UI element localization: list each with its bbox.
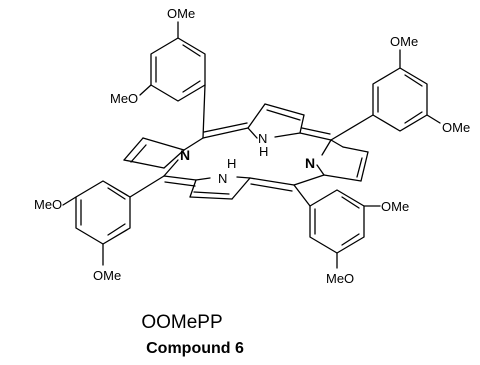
ome-label-top-left: OMe xyxy=(167,6,195,21)
aryl-ring-top-left xyxy=(139,21,206,139)
hydrogen-label-top: H xyxy=(259,144,268,159)
nitrogen-label-top: N xyxy=(258,131,267,146)
nitrogen-label-bottom: N xyxy=(218,171,227,186)
ome-label-bottom-right: OMe xyxy=(381,199,409,214)
meo-label-bottom-left: MeO xyxy=(34,197,62,212)
meo-label-left: MeO xyxy=(110,91,138,106)
nitrogen-label-right: N xyxy=(305,155,315,171)
pyrrole-top-nh xyxy=(202,103,332,141)
compound-name: OOMePP xyxy=(141,312,222,333)
pyrrole-right-n xyxy=(293,139,369,186)
pyrrole-bottom-nh xyxy=(189,176,295,200)
compound-number: Compound 6 xyxy=(146,340,244,357)
nitrogen-label-left: N xyxy=(180,147,190,163)
aryl-ring-bottom-left xyxy=(62,175,165,266)
ome-label-right: OMe xyxy=(442,120,470,135)
meo-label-bottom-right: MeO xyxy=(326,271,354,286)
ome-label-top-right: OMe xyxy=(390,34,418,49)
ome-label-bottom-left: OMe xyxy=(93,268,121,283)
pyrrole-left-n xyxy=(123,137,204,187)
hydrogen-label-bottom: H xyxy=(227,156,236,171)
porphyrin-skeleton xyxy=(62,21,441,269)
aryl-ring-bottom-right xyxy=(293,184,381,269)
aryl-ring-top-right xyxy=(330,49,441,141)
